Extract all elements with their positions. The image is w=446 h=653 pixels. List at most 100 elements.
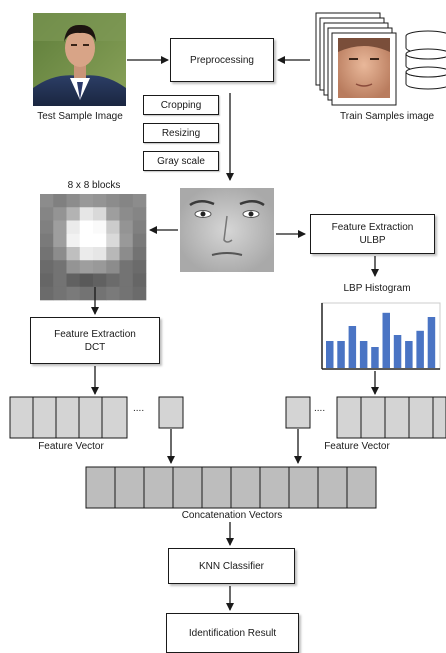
dct-block-cell bbox=[66, 207, 81, 221]
dct-block-cell bbox=[132, 207, 147, 221]
dct-block-cell bbox=[79, 194, 94, 208]
dct-block-cell bbox=[93, 233, 107, 248]
dct-block-cell bbox=[93, 194, 107, 208]
feature-vector-left-label: Feature Vector bbox=[38, 441, 104, 452]
feature-vector-right bbox=[285, 396, 446, 439]
dct-block-cell bbox=[93, 220, 107, 235]
dct-block-cell bbox=[66, 286, 81, 301]
histogram-bar bbox=[326, 341, 334, 368]
dct-block-cell bbox=[106, 247, 120, 261]
dct-block-cell bbox=[66, 194, 81, 208]
dct-block-cell bbox=[40, 194, 54, 208]
grayscale-label: Gray scale bbox=[157, 155, 205, 167]
dct-block-cell bbox=[119, 273, 134, 288]
histogram-bar bbox=[405, 341, 413, 368]
dct-block-cell bbox=[40, 233, 54, 248]
ulbp-line1: Feature Extraction bbox=[331, 222, 414, 233]
dct-block-cell bbox=[106, 194, 120, 208]
dct-line2: DCT bbox=[84, 341, 106, 353]
dct-block-cell bbox=[79, 247, 94, 261]
dct-block-cell bbox=[132, 194, 147, 208]
dct-block-cell bbox=[132, 247, 147, 261]
resizing-label: Resizing bbox=[161, 127, 201, 139]
histogram-bar bbox=[348, 326, 357, 368]
dct-block-cell bbox=[119, 207, 134, 221]
dct-box: Feature Extraction DCT bbox=[30, 317, 160, 364]
dct-block-cell bbox=[66, 260, 81, 274]
dct-block-cell bbox=[40, 247, 54, 261]
dct-block-cell bbox=[106, 220, 120, 235]
ellipsis-right: .... bbox=[314, 403, 326, 414]
dct-block-cell bbox=[40, 220, 54, 235]
dct-block-cell bbox=[132, 260, 147, 274]
dct-block-cell bbox=[79, 286, 94, 301]
ellipsis-left: .... bbox=[133, 403, 145, 414]
dct-block-cell bbox=[66, 247, 81, 261]
histogram-bar bbox=[427, 317, 436, 368]
histogram-bar bbox=[337, 341, 345, 368]
dct-block-cell bbox=[93, 286, 107, 301]
dct-block-cell bbox=[79, 260, 94, 274]
dct-block-cell bbox=[53, 273, 67, 288]
knn-label: KNN Classifier bbox=[198, 560, 264, 572]
result-label: Identification Result bbox=[188, 627, 277, 639]
dct-block-cell bbox=[53, 286, 67, 301]
preprocessing-box: Preprocessing bbox=[170, 38, 274, 82]
ulbp-box: Feature Extraction ULBP bbox=[310, 214, 435, 254]
test-sample-label: Test Sample Image bbox=[37, 111, 123, 122]
dct-block-cell bbox=[106, 273, 120, 288]
dct-block-cell bbox=[119, 247, 134, 261]
dct-block-cell bbox=[119, 194, 134, 208]
dct-8x8-blocks bbox=[40, 194, 147, 301]
preprocessing-label: Preprocessing bbox=[190, 54, 254, 66]
dct-block-cell bbox=[132, 273, 147, 288]
cropping-box: Cropping bbox=[143, 95, 219, 115]
histogram-bar bbox=[371, 347, 379, 368]
dct-block-cell bbox=[132, 233, 147, 248]
resizing-box: Resizing bbox=[143, 123, 219, 143]
dct-block-cell bbox=[53, 247, 67, 261]
dct-block-cell bbox=[93, 260, 107, 274]
dct-block-cell bbox=[106, 207, 120, 221]
dct-block-cell bbox=[66, 273, 81, 288]
train-samples-stack bbox=[315, 12, 397, 106]
dct-block-cell bbox=[119, 233, 134, 248]
dct-block-cell bbox=[106, 286, 120, 301]
dct-block-cell bbox=[40, 273, 54, 288]
dct-block-cell bbox=[53, 260, 67, 274]
test-sample-photo bbox=[33, 13, 126, 106]
dct-block-cell bbox=[79, 207, 94, 221]
dct-block-cell bbox=[79, 220, 94, 235]
blocks-label: 8 x 8 blocks bbox=[67, 180, 121, 191]
dct-block-cell bbox=[119, 220, 134, 235]
dct-block-cell bbox=[79, 273, 94, 288]
feature-vector-right-label: Feature Vector bbox=[324, 441, 390, 452]
dct-block-cell bbox=[66, 233, 81, 248]
dct-block-cell bbox=[93, 207, 107, 221]
histogram-bar bbox=[393, 335, 402, 368]
dct-block-cell bbox=[93, 273, 107, 288]
dct-block-cell bbox=[93, 247, 107, 261]
dct-block-cell bbox=[132, 220, 147, 235]
dct-block-cell bbox=[40, 286, 54, 301]
flow-arrows bbox=[91, 56, 379, 611]
dct-block-cell bbox=[53, 207, 67, 221]
lbp-histogram-chart bbox=[321, 302, 441, 370]
database-icon bbox=[405, 30, 446, 90]
dct-block-cell bbox=[106, 260, 120, 274]
dct-block-cell bbox=[53, 194, 67, 208]
ulbp-line2: ULBP bbox=[359, 235, 386, 246]
dct-block-cell bbox=[40, 260, 54, 274]
dct-block-cell bbox=[119, 286, 134, 301]
histogram-bar bbox=[416, 330, 424, 368]
knn-box: KNN Classifier bbox=[168, 548, 295, 584]
dct-block-cell bbox=[40, 207, 54, 221]
dct-block-cell bbox=[132, 286, 147, 301]
dct-line1: Feature Extraction bbox=[54, 328, 136, 340]
dct-block-cell bbox=[53, 220, 67, 235]
cropping-label: Cropping bbox=[160, 99, 202, 111]
feature-vector-left bbox=[9, 396, 184, 439]
grayscale-box: Gray scale bbox=[143, 151, 219, 171]
histogram-bar bbox=[382, 312, 390, 368]
